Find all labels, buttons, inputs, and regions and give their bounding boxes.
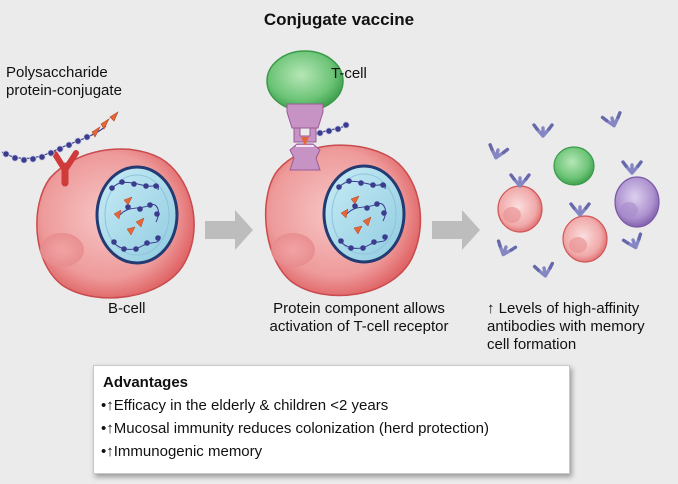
tcell-small	[553, 146, 595, 186]
tcell-receptor-complex	[286, 103, 324, 171]
polysaccharide-label: Polysaccharide protein-conjugate	[6, 64, 156, 100]
bcell-label: B-cell	[108, 300, 146, 317]
up-arrow-icon: ↑	[106, 397, 114, 414]
plasma-cell-left	[497, 185, 543, 233]
advantages-box: Advantages •↑Efficacy in the elderly & c…	[93, 365, 570, 474]
levels-label-line3: cell formation	[487, 336, 577, 353]
process-arrow-2	[432, 210, 480, 250]
nucleus-contents-left	[109, 179, 161, 252]
nucleus-contents-middle	[336, 178, 388, 251]
advantage-item: •↑Mucosal immunity reduces colonization …	[101, 420, 489, 437]
up-arrow-icon: ↑	[106, 420, 114, 437]
up-arrow-icon: ↑	[106, 443, 114, 460]
polysaccharide-label-line2: protein-conjugate	[6, 82, 122, 99]
protein-label-line1: Protein component allows	[273, 300, 445, 317]
levels-label-line1: Levels of high-affinity	[498, 300, 640, 317]
advantages-title: Advantages	[103, 374, 189, 391]
polysaccharide-label-line1: Polysaccharide	[6, 64, 108, 81]
protein-label-line2: activation of T-cell receptor	[269, 318, 449, 335]
process-arrow-1	[205, 210, 253, 250]
memory-cell	[614, 176, 660, 228]
protein-component-label: Protein component allows activation of T…	[244, 300, 474, 336]
levels-label-line2: antibodies with memory	[487, 318, 645, 335]
advantage-text: Mucosal immunity reduces colonization (h…	[113, 420, 489, 437]
bullet-icon: •	[101, 420, 107, 437]
bcell-left	[36, 148, 195, 299]
advantage-item: •↑Efficacy in the elderly & children <2 …	[101, 397, 388, 414]
polysaccharide-chain	[1, 111, 119, 164]
up-arrow-icon: ↑	[487, 300, 495, 317]
plasma-cell-right	[562, 215, 608, 263]
bullet-icon: •	[101, 397, 107, 414]
peptide-chain-middle	[315, 121, 350, 137]
tcell-label: T-cell	[331, 65, 367, 82]
bcell-middle	[264, 144, 422, 297]
advantage-text: Efficacy in the elderly & children <2 ye…	[113, 397, 389, 414]
bullet-icon: •	[101, 443, 107, 460]
advantage-item: •↑Immunogenic memory	[101, 443, 262, 460]
advantage-text: Immunogenic memory	[113, 443, 263, 460]
bcell-receptor	[52, 150, 79, 187]
diagram-title: Conjugate vaccine	[263, 10, 415, 29]
antibody-levels-label: ↑ Levels of high-affinity antibodies wit…	[487, 300, 677, 354]
